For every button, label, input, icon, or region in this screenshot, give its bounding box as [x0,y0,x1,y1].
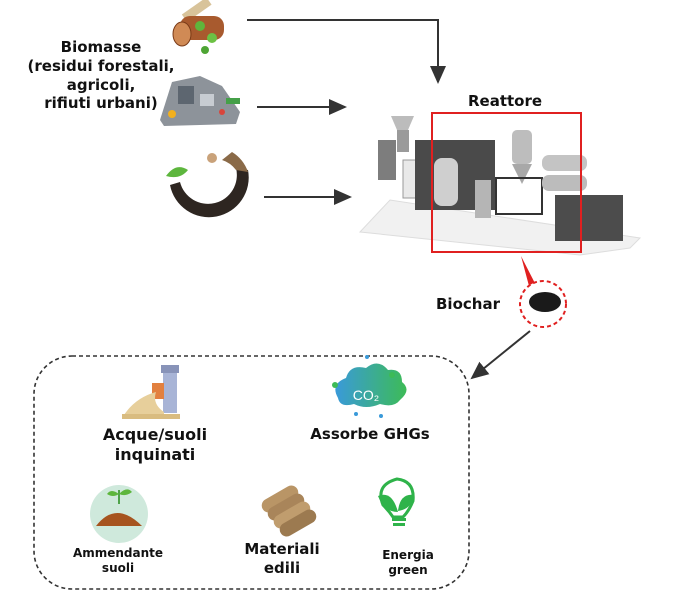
application-building-materials: Materiali edili [232,540,332,578]
soil-amendment-icon [90,485,148,543]
application-soil-amendment: Ammendante suoli [58,546,178,576]
green-energy-bulb-icon [378,477,415,526]
application-label: Acque/suoli [102,425,208,444]
biochar-label: Biochar [436,295,500,313]
urban-waste-pile-icon [160,76,240,126]
application-label: inquinati [114,445,196,464]
biomass-title: Biomasse [60,38,142,56]
polluted-water-pipe-icon [122,365,180,419]
arrow-wood-to-reactor [247,19,446,84]
arrow-biochar-to-applications [470,330,531,380]
pyrolysis-reactor-machine [358,116,642,256]
biomass-subtitle-line: (residui forestali, [27,56,175,75]
application-ghg-absorption: Assorbe GHGs [300,425,440,444]
briquettes-icon [261,485,317,537]
biomass-source-label: Biomasse (residui forestali, agricoli, r… [26,38,176,113]
soil-compost-icon [166,152,249,218]
co2-text: CO₂ [353,387,379,403]
application-label: Energia [382,548,434,562]
wood-log-icon [172,0,224,54]
application-label: edili [263,558,301,577]
application-label: green [388,563,428,577]
application-polluted-water-soil: Acque/suoli inquinati [85,425,225,465]
co2-cloud-icon [332,355,407,418]
application-label: Materiali [244,540,320,558]
biomass-subtitle-line: agricoli, [66,75,136,94]
application-green-energy: Energia green [368,548,448,578]
biomass-subtitle-line: rifiuti urbani) [44,94,158,113]
application-label: Ammendante [72,546,164,560]
application-label: Assorbe GHGs [310,425,430,443]
reactor-highlight-box [431,112,582,253]
application-label: suoli [101,561,135,575]
reactor-label: Reattore [467,92,543,110]
applications-container [33,355,470,590]
biochar-pile-icon [529,292,561,312]
